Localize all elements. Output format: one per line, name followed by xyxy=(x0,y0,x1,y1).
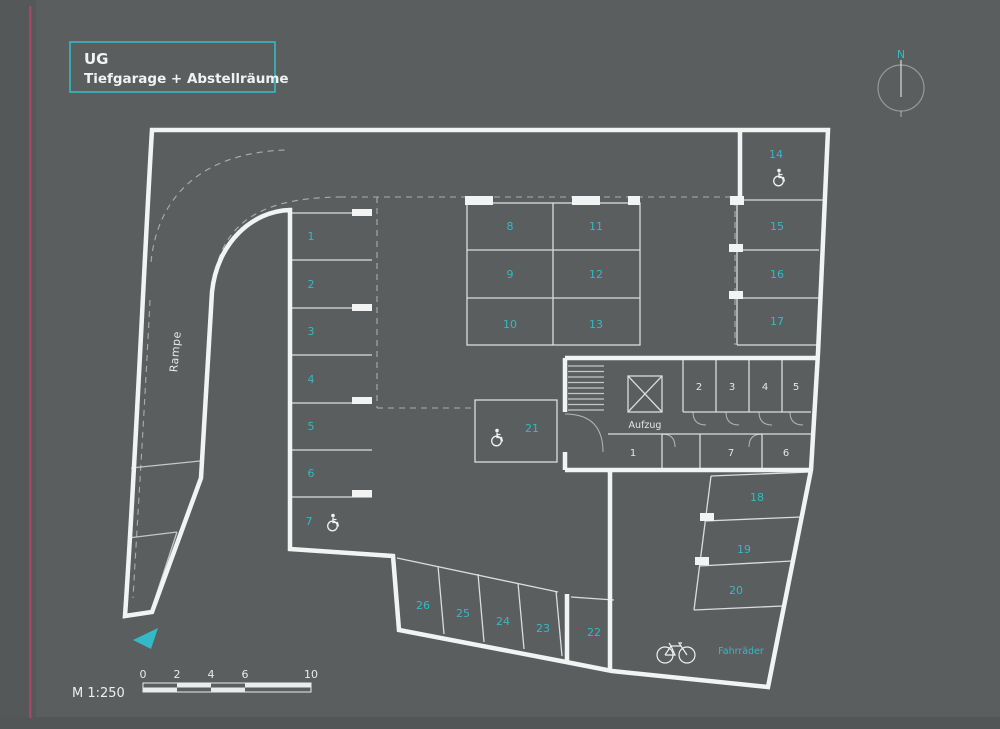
right-bottom-stall-lines xyxy=(693,471,811,611)
scale-tick: 0 xyxy=(140,668,147,681)
left-parking-stall-lines xyxy=(290,212,372,498)
parking-number: 23 xyxy=(536,622,550,635)
parking-number: 20 xyxy=(729,584,743,597)
parking-number: 10 xyxy=(503,318,517,331)
parking-number: 25 xyxy=(456,607,470,620)
parking-number: 24 xyxy=(496,615,510,628)
parking-numbers: 1 2 3 4 5 6 7 8 9 10 11 12 13 14 15 16 1… xyxy=(306,148,785,639)
parking-number: 12 xyxy=(589,268,603,281)
scale-bar: M 1:250 0 2 4 6 10 xyxy=(72,668,318,701)
storage-room-numbers: 2 3 4 5 1 7 6 xyxy=(630,382,799,459)
scale-tick: 6 xyxy=(242,668,249,681)
parking-number: 4 xyxy=(308,373,315,386)
parking-number: 13 xyxy=(589,318,603,331)
accessible-spot-outline xyxy=(474,399,558,463)
wall-piers xyxy=(352,196,744,565)
storage-room-number: 7 xyxy=(728,448,734,459)
plan-subtitle: Tiefgarage + Abstellräume xyxy=(84,71,289,87)
north-compass: N xyxy=(877,48,925,117)
storage-room-number: 6 xyxy=(783,448,789,459)
scale-bar-graphic xyxy=(142,682,312,693)
parking-number: 1 xyxy=(308,230,315,243)
elevator-label: Aufzug xyxy=(629,420,662,431)
parking-number: 15 xyxy=(770,220,784,233)
room-labels: Rampe Aufzug Fahrräder xyxy=(167,331,764,657)
elevator-shaft xyxy=(627,375,663,413)
wheelchair-icon xyxy=(327,513,340,532)
bottom-stall-lines xyxy=(396,557,615,657)
door-swing-arcs xyxy=(564,411,804,453)
scale-tick: 10 xyxy=(304,668,318,681)
interior-thin-walls xyxy=(127,199,823,657)
parking-number: 3 xyxy=(308,325,315,338)
scale-tick: 2 xyxy=(174,668,181,681)
magenta-edge-line xyxy=(29,6,32,718)
ramp-direction-arrow xyxy=(133,628,158,649)
parking-number: 16 xyxy=(770,268,784,281)
drive-lane-dashed-lines xyxy=(132,149,736,599)
parking-number: 5 xyxy=(308,420,315,433)
center-parking-stall-lines xyxy=(466,202,641,346)
plan-level-title: UG xyxy=(84,50,109,68)
parking-number: 2 xyxy=(308,278,315,291)
parking-number: 7 xyxy=(306,515,313,528)
storage-room-number: 3 xyxy=(729,382,735,393)
parking-number: 11 xyxy=(589,220,603,233)
scale-label: M 1:250 xyxy=(72,686,125,701)
parking-number: 21 xyxy=(525,422,539,435)
parking-number: 6 xyxy=(308,467,315,480)
scale-tick: 4 xyxy=(208,668,215,681)
plan-icons xyxy=(133,168,786,664)
wheelchair-icon xyxy=(773,168,786,187)
storage-room-number: 4 xyxy=(762,382,768,393)
parking-number: 26 xyxy=(416,599,430,612)
bicycle-icon xyxy=(656,642,696,664)
core-walls xyxy=(562,130,818,671)
ramp-surface-lines xyxy=(127,460,201,612)
bike-room-label: Fahrräder xyxy=(718,646,764,657)
wheelchair-icon xyxy=(491,428,504,447)
stair-treads xyxy=(568,365,604,411)
outer-wall-path xyxy=(122,127,831,690)
right-parking-stall-lines xyxy=(736,199,823,346)
parking-number: 17 xyxy=(770,315,784,328)
parking-number: 18 xyxy=(750,491,764,504)
storage-room-number: 2 xyxy=(696,382,702,393)
ramp-label: Rampe xyxy=(167,331,184,373)
storage-room-number: 5 xyxy=(793,382,799,393)
title-box-frame xyxy=(69,41,276,93)
storage-room-partitions xyxy=(608,358,811,470)
parking-number: 9 xyxy=(507,268,514,281)
parking-number: 14 xyxy=(769,148,783,161)
storage-room-number: 1 xyxy=(630,448,636,459)
structural-walls xyxy=(122,127,831,690)
title-box: UG Tiefgarage + Abstellräume xyxy=(69,41,289,93)
parking-number: 19 xyxy=(737,543,751,556)
north-label: N xyxy=(897,48,905,61)
parking-number: 8 xyxy=(507,220,514,233)
parking-number: 22 xyxy=(587,626,601,639)
